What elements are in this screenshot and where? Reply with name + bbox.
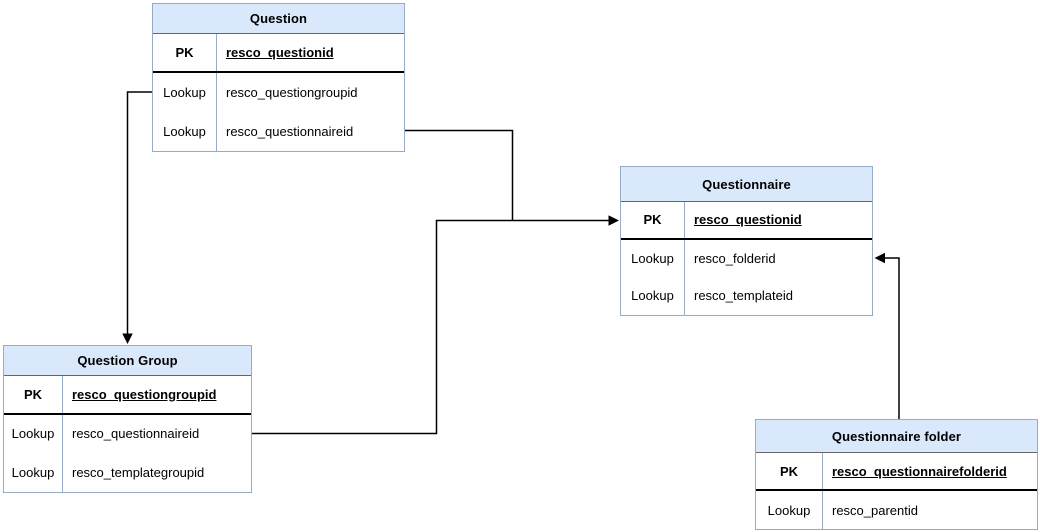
connector-question-to-questionnaire: [405, 129, 514, 221]
lookup-field: resco_parentid: [832, 502, 918, 518]
pk-row: PK resco_questionid: [621, 202, 872, 240]
lookup-row: Lookup resco_templateid: [621, 277, 872, 315]
entity-title: Question: [153, 4, 404, 34]
entity-title: Question Group: [4, 346, 251, 376]
lookup-row: Lookup resco_questionnaireid: [153, 112, 404, 151]
lookup-label: Lookup: [4, 453, 63, 492]
lookup-field: resco_questiongroupid: [226, 85, 358, 100]
lookup-label: Lookup: [621, 239, 685, 277]
lookup-field: resco_templateid: [694, 288, 793, 304]
lookup-field: resco_templategroupid: [72, 464, 205, 480]
lookup-row: Lookup resco_folderid: [621, 239, 872, 277]
entity-questionnaire[interactable]: Questionnaire PK resco_questionid Lookup…: [620, 166, 873, 316]
pk-field: resco_questiongroupid: [72, 386, 217, 402]
lookup-row: Lookup resco_questionnaireid: [4, 414, 251, 453]
pk-row: PK resco_questionid: [153, 34, 404, 73]
connector-question-group-to-questionnaire: [252, 215, 619, 435]
connector-questionnaire-folder-to-questionnaire: [874, 252, 900, 419]
pk-row: PK resco_questiongroupid: [4, 376, 251, 415]
entity-title: Questionnaire: [621, 167, 872, 202]
lookup-label: Lookup: [153, 112, 217, 151]
entity-question-group[interactable]: Question Group PK resco_questiongroupid …: [3, 345, 252, 493]
connector-question-to-question-group: [122, 91, 152, 344]
pk-label: PK: [756, 453, 823, 489]
entity-title: Questionnaire folder: [756, 420, 1037, 453]
pk-label: PK: [4, 376, 63, 413]
pk-field: resco_questionnairefolderid: [832, 463, 1007, 479]
pk-field: resco_questionid: [694, 212, 802, 228]
lookup-label: Lookup: [153, 73, 217, 112]
pk-label: PK: [621, 202, 685, 238]
entity-question[interactable]: Question PK resco_questionid Lookup resc…: [152, 3, 405, 152]
lookup-field: resco_folderid: [694, 250, 776, 266]
pk-label: PK: [153, 34, 217, 71]
lookup-row: Lookup resco_questiongroupid: [153, 73, 404, 112]
lookup-label: Lookup: [621, 277, 685, 315]
lookup-label: Lookup: [4, 414, 63, 453]
pk-field: resco_questionid: [226, 45, 334, 60]
lookup-label: Lookup: [756, 491, 823, 529]
lookup-field: resco_questionnaireid: [226, 124, 354, 139]
lookup-row: Lookup resco_templategroupid: [4, 453, 251, 492]
lookup-field: resco_questionnaireid: [72, 426, 200, 442]
lookup-row: Lookup resco_parentid: [756, 491, 1037, 529]
pk-row: PK resco_questionnairefolderid: [756, 453, 1037, 491]
entity-questionnaire-folder[interactable]: Questionnaire folder PK resco_questionna…: [755, 419, 1038, 530]
